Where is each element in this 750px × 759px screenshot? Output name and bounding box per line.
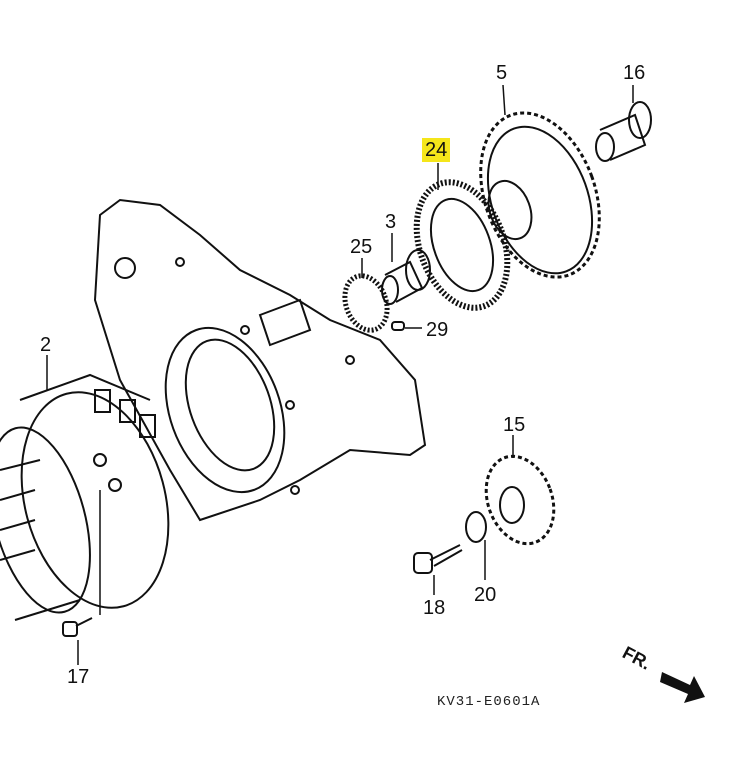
crankcase-cover — [93, 198, 427, 522]
callout-16[interactable]: 16 — [623, 62, 646, 84]
diagram-code: KV31-E0601A — [437, 694, 541, 710]
callout-17[interactable]: 17 — [67, 666, 90, 688]
callout-29[interactable]: 29 — [426, 319, 449, 341]
part-2-outer — [0, 373, 170, 621]
part-16-sleeve — [595, 101, 652, 162]
part-17-bolt — [62, 617, 93, 637]
part-20-washer — [465, 511, 487, 543]
front-arrow-icon — [660, 672, 705, 703]
part-3-collar — [381, 249, 431, 305]
callout-24-highlighted[interactable]: 24 — [422, 138, 451, 162]
callout-3[interactable]: 3 — [385, 211, 397, 233]
part-15-gear — [484, 454, 556, 546]
callout-20[interactable]: 20 — [474, 584, 497, 606]
callout-5[interactable]: 5 — [496, 62, 508, 84]
leader-lines — [46, 84, 634, 665]
callout-18[interactable]: 18 — [423, 597, 446, 619]
callout-25[interactable]: 25 — [350, 236, 373, 258]
callout-15[interactable]: 15 — [503, 414, 526, 436]
callout-2[interactable]: 2 — [40, 334, 52, 356]
part-5-gear — [479, 111, 601, 279]
part-25-bearing — [342, 273, 390, 333]
part-18-bolt — [413, 544, 463, 574]
part-29-pin — [391, 321, 405, 331]
part-24-seal — [413, 179, 511, 311]
